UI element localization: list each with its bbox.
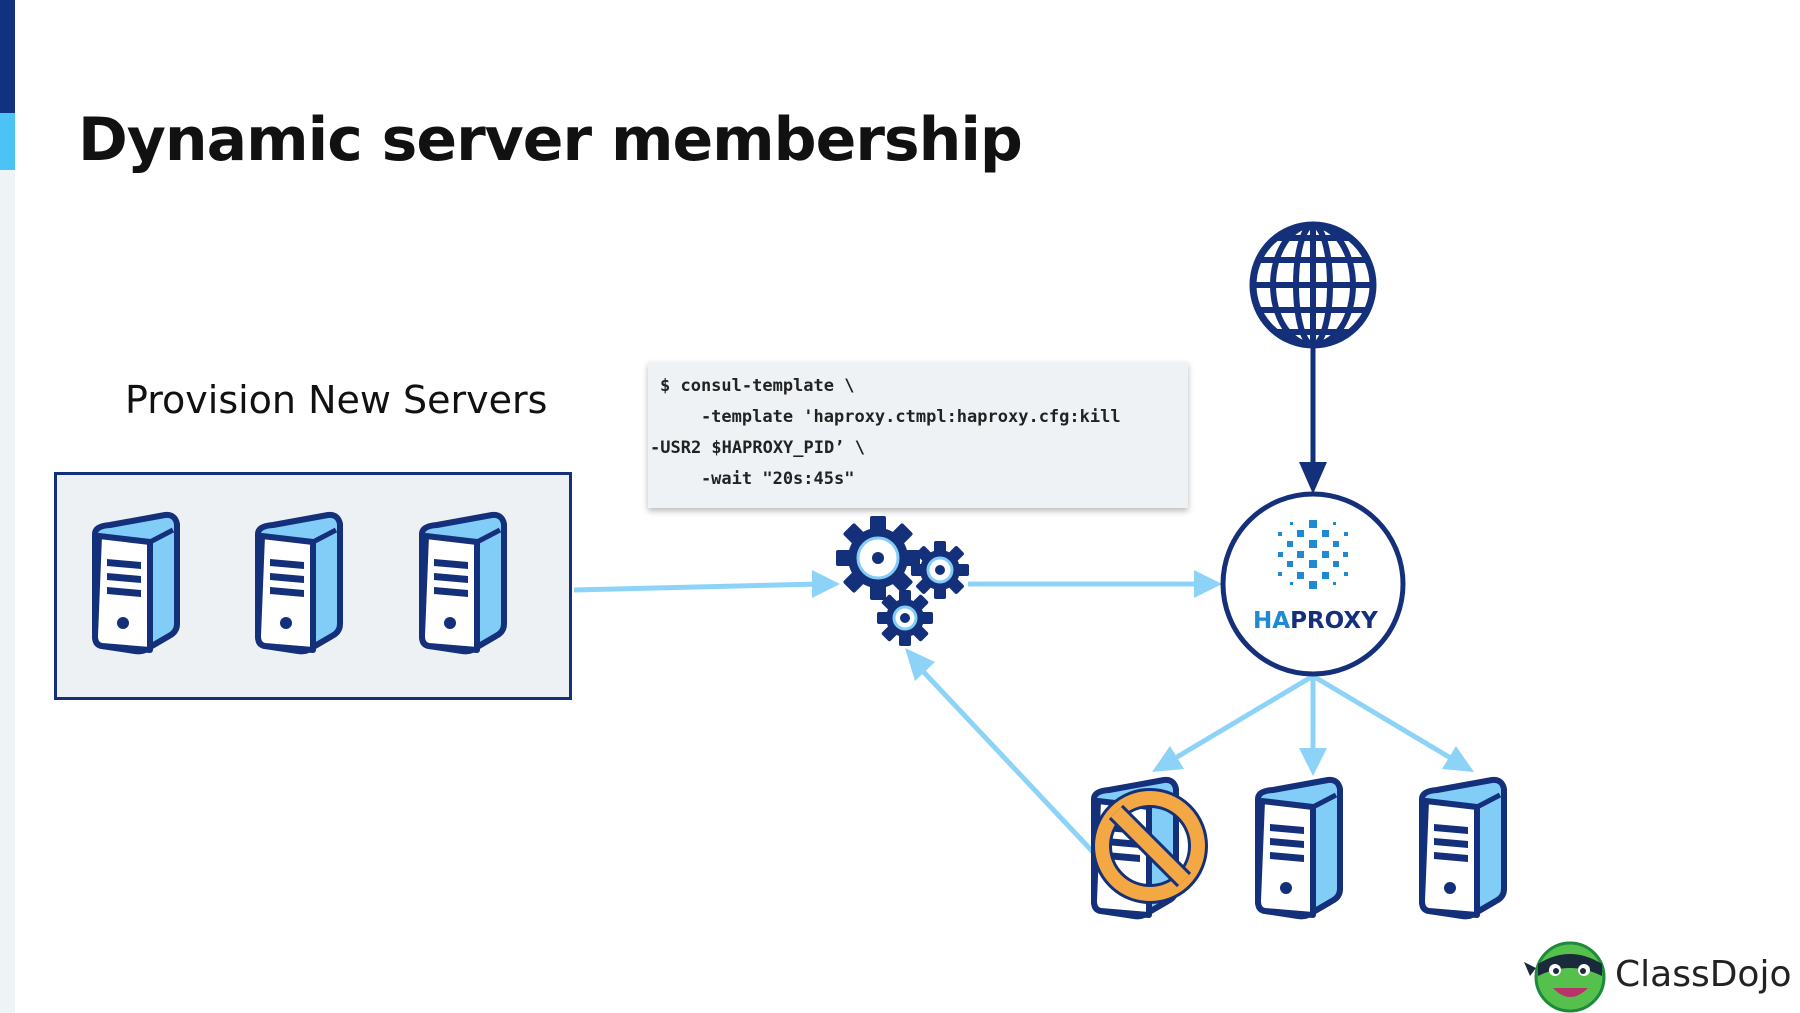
server-icon (258, 515, 340, 651)
server-icon (95, 515, 177, 651)
arrow-haproxy-to-server-1 (1152, 673, 1315, 772)
left-rail (0, 0, 15, 1013)
classdojo-monster-icon (1524, 941, 1606, 1013)
rail-accent-light (0, 113, 15, 170)
arrow-haproxy-to-server-3 (1311, 673, 1474, 772)
gears-icon (836, 516, 969, 646)
provision-label: Provision New Servers (125, 378, 548, 422)
code-line-1: $ consul-template \ (660, 376, 855, 396)
server-icon (422, 515, 504, 651)
rail-accent-dark (0, 0, 15, 113)
arrow-gears-to-haproxy (968, 570, 1222, 598)
arrow-provision-to-gears (573, 570, 840, 598)
haproxy-label: HAPROXY (1253, 608, 1378, 634)
haproxy-label-ha: HA (1253, 608, 1290, 634)
arrow-haproxy-to-server-2 (1299, 676, 1327, 776)
code-block: $ consul-template \ -template 'haproxy.c… (648, 362, 1188, 508)
code-line-2: -template 'haproxy.ctmpl:haproxy.cfg:kil… (660, 407, 1121, 427)
haproxy-label-proxy: PROXY (1290, 608, 1378, 634)
code-line-4: -wait "20s:45s" (660, 469, 855, 489)
slide-title: Dynamic server membership (78, 105, 1023, 175)
code-line-3: -USR2 $HAPROXY_PID’ \ (650, 438, 865, 458)
server-icon (1422, 780, 1504, 916)
haproxy-node: HAPROXY (1220, 491, 1406, 677)
prohibited-icon (1092, 788, 1208, 904)
haproxy-logo-icon (1278, 520, 1348, 589)
brand-name: ClassDojo (1615, 954, 1792, 995)
globe-icon (1249, 221, 1377, 349)
arrow-feedback-to-gears (905, 648, 1095, 854)
server-icon (1258, 780, 1340, 916)
arrow-globe-to-haproxy (1299, 348, 1327, 494)
